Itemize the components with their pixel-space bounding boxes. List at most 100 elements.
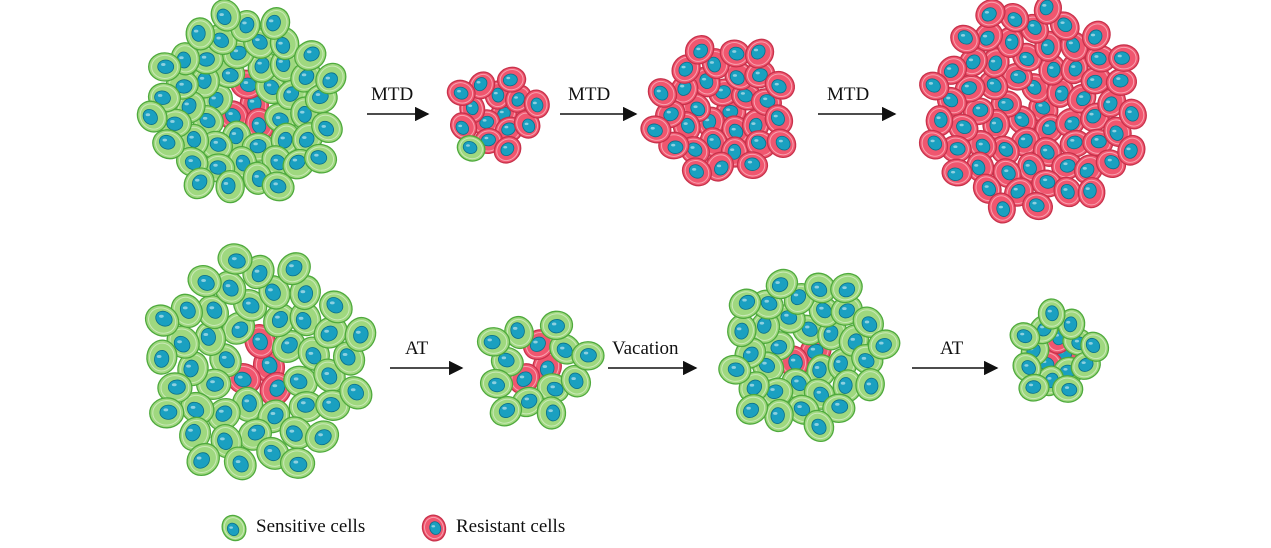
sensitive-cell	[728, 288, 762, 319]
tumor-at-row-3	[718, 268, 901, 442]
sensitive-cell	[1052, 375, 1084, 403]
resistant-cell	[523, 89, 550, 119]
sensitive-cell-icon	[221, 514, 247, 542]
sensitive-cell	[1018, 373, 1050, 402]
resistant-cell	[764, 104, 794, 135]
resistant-cell	[1081, 20, 1111, 51]
sensitive-cell	[764, 398, 794, 433]
resistant-cell	[1055, 107, 1086, 137]
sensitive-cell	[207, 397, 241, 431]
legend-sensitive-swatch	[221, 514, 247, 542]
sensitive-cell	[539, 310, 574, 341]
resistant-cell	[1033, 0, 1063, 25]
tumor-mtd-row-1	[136, 0, 347, 204]
sensitive-cell	[148, 52, 182, 82]
resistant-cell	[669, 74, 699, 106]
resistant-cell	[736, 151, 769, 180]
sensitive-cell	[196, 294, 229, 330]
sensitive-cell	[489, 396, 523, 427]
sensitive-cell	[183, 167, 215, 200]
legend-resistant-label: Resistant cells	[456, 516, 566, 537]
sensitive-cell	[1009, 322, 1041, 351]
sensitive-cell	[1037, 298, 1066, 330]
resistant-cell	[679, 136, 710, 166]
sensitive-cell	[456, 135, 486, 162]
resistant-cell	[918, 129, 949, 160]
sensitive-cell	[283, 365, 318, 398]
resistant-cell	[950, 24, 981, 54]
sensitive-cell	[311, 111, 343, 144]
label-at-2: AT	[940, 338, 964, 359]
sensitive-cell	[571, 341, 605, 371]
resistant-cell	[1084, 44, 1117, 73]
sensitive-cell	[852, 306, 884, 338]
sensitive-cell	[718, 354, 752, 385]
sensitive-cell	[213, 270, 247, 305]
resistant-cell	[919, 71, 950, 101]
label-mtd-2: MTD	[568, 84, 611, 105]
sensitive-cell	[261, 171, 295, 202]
resistant-cell	[719, 39, 751, 68]
sensitive-cell	[194, 320, 227, 357]
resistant-cell	[925, 105, 954, 137]
sensitive-cell	[157, 372, 193, 404]
resistant-cell	[496, 66, 527, 93]
label-mtd-3: MTD	[827, 84, 870, 105]
sensitive-cell	[303, 143, 338, 174]
sensitive-cell	[294, 40, 327, 71]
resistant-cell	[766, 128, 797, 159]
sensitive-cell	[804, 272, 837, 304]
sensitive-cell	[279, 447, 316, 479]
label-mtd-1: MTD	[371, 84, 414, 105]
sensitive-cell	[210, 0, 241, 32]
resistant-cell	[1053, 176, 1083, 208]
sensitive-cell	[258, 275, 291, 310]
sensitive-cell	[803, 409, 835, 442]
sensitive-cell	[479, 368, 514, 399]
resistant-cell	[947, 113, 979, 142]
sensitive-cell	[179, 416, 212, 452]
legend-resistant-swatch	[421, 514, 447, 542]
resistant-cell	[975, 0, 1006, 28]
resistant-cell	[987, 192, 1016, 224]
tumor-mtd-row-4	[918, 0, 1147, 224]
resistant-cell	[1059, 129, 1091, 158]
sensitive-cell	[152, 129, 185, 160]
sensitive-cell	[263, 303, 296, 338]
resistant-cell	[1077, 176, 1106, 209]
sensitive-cell	[867, 329, 901, 360]
label-vacation: Vacation	[612, 338, 679, 359]
resistant-cell	[978, 70, 1009, 101]
resistant-cell	[684, 35, 715, 65]
sensitive-cell	[217, 243, 253, 275]
resistant-cell	[1034, 30, 1062, 62]
sensitive-cell	[313, 316, 348, 349]
sensitive-cell	[339, 376, 373, 410]
resistant-cell	[640, 115, 672, 144]
tumor-at-row-4	[1009, 298, 1110, 403]
sensitive-cell	[736, 393, 769, 425]
resistant-cell	[941, 158, 973, 187]
sensitive-cell	[186, 442, 220, 477]
resistant-cell	[764, 70, 795, 100]
label-at-1: AT	[405, 338, 429, 359]
sensitive-cell	[476, 327, 511, 357]
sensitive-cell	[765, 268, 799, 300]
sensitive-cell	[277, 252, 311, 286]
sensitive-cell	[727, 313, 757, 348]
resistant-cell	[744, 38, 775, 69]
tumor-mtd-row-3	[640, 35, 797, 187]
resistant-cell	[981, 47, 1010, 79]
resistant-cell	[1022, 191, 1053, 221]
sensitive-cell	[304, 420, 340, 453]
sensitive-cell	[144, 304, 180, 337]
tumor-mtd-row-2	[446, 66, 550, 164]
sensitive-cell	[560, 364, 592, 398]
resistant-cell	[1118, 98, 1147, 130]
sensitive-cell	[242, 254, 275, 290]
sensitive-cell	[149, 397, 185, 429]
resistant-cell	[1117, 134, 1146, 166]
resistant-cell	[1038, 54, 1067, 86]
sensitive-cell	[187, 265, 222, 298]
